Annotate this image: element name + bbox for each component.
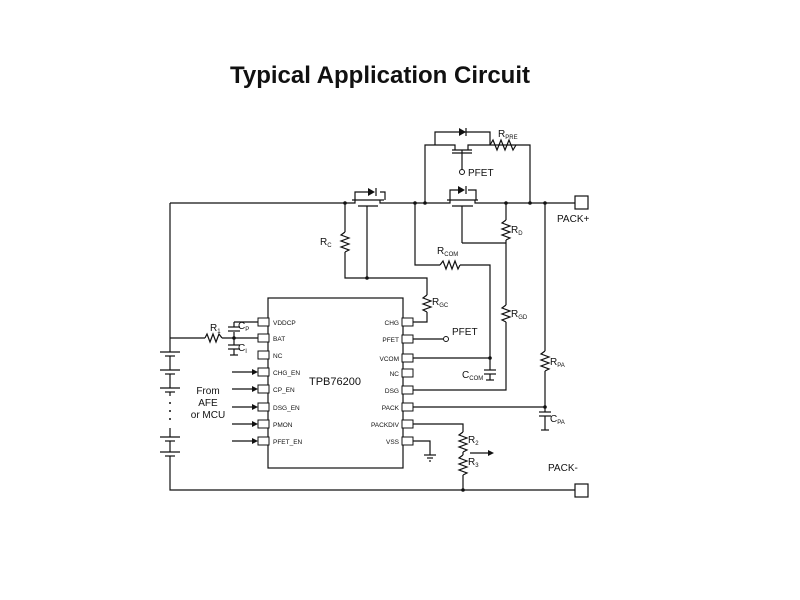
resistor-rpre [489, 138, 517, 152]
wiring [160, 131, 575, 492]
pfet-precharge-transistor [440, 128, 480, 175]
resistor-r1 [204, 332, 223, 344]
resistor-r3 [457, 454, 469, 476]
pin-dsg: DSG [385, 388, 399, 395]
resistor-rgc [421, 294, 433, 313]
resistor-rd [500, 219, 512, 241]
cpa-label: CPA [550, 414, 565, 426]
pack-minus-terminal [574, 483, 589, 498]
from-label-line1: From [196, 386, 219, 397]
cp-label: CP [238, 321, 249, 333]
rc-label: RC [320, 237, 332, 249]
pin-packdiv: PACKDIV [371, 422, 400, 429]
resistor-rgd [500, 304, 512, 323]
rd-label: RD [511, 225, 523, 237]
rpa-label: RPA [550, 357, 565, 369]
rcom-label: RCOM [437, 246, 458, 258]
r3-label: R3 [468, 457, 479, 469]
r1-label: R1 [210, 323, 221, 335]
pack-plus-terminal [574, 195, 589, 210]
pack-minus-label: PACK- [548, 463, 578, 474]
rgc-label: RGC [432, 297, 449, 309]
pin-chg: CHG [385, 320, 399, 327]
pin-nc-right: NC [390, 371, 400, 378]
pin-pfet-en: PFET_EN [273, 439, 303, 446]
pin-vss: VSS [386, 439, 400, 446]
battery-stack [169, 402, 171, 420]
pin-pack: PACK [382, 405, 400, 412]
from-label-line3: or MCU [191, 410, 225, 421]
pin-bat: BAT [273, 336, 285, 343]
resistor-rc [339, 231, 351, 253]
ic-name-label: TPB76200 [309, 376, 361, 388]
pfet-right-label: PFET [452, 327, 478, 338]
r2-label: R2 [468, 435, 479, 447]
chg-fet-transistor [345, 188, 393, 210]
from-label-line2: AFE [198, 398, 218, 409]
resistor-r2 [457, 431, 469, 453]
pin-pfet: PFET [382, 337, 399, 344]
ci-label: CI [238, 343, 247, 355]
pin-pmon: PMON [273, 422, 293, 429]
pin-nc-left: NC [273, 353, 283, 360]
pin-vcom: VCOM [380, 356, 400, 363]
ic-tpb76200: TPB76200 VDDCP BAT NC CHG_EN CP_EN DSG_E… [257, 297, 414, 469]
resistor-rcom [439, 259, 461, 271]
pack-plus-label: PACK+ [557, 214, 589, 225]
dsg-fet-transistor [445, 186, 485, 210]
ccom-label: CCOM [462, 370, 483, 382]
pin-chg-en: CHG_EN [273, 370, 300, 377]
pin-dsg-en: DSG_EN [273, 405, 300, 412]
pfet-top-label: PFET [468, 168, 494, 179]
pin-vddcp: VDDCP [273, 320, 296, 327]
pin-cp-en: CP_EN [273, 387, 295, 394]
pfet-output-terminal [443, 336, 449, 342]
rgd-label: RGD [511, 309, 528, 321]
rpre-label: RPRE [498, 129, 518, 141]
resistor-rpa [539, 350, 551, 372]
page-title: Typical Application Circuit [229, 62, 531, 89]
